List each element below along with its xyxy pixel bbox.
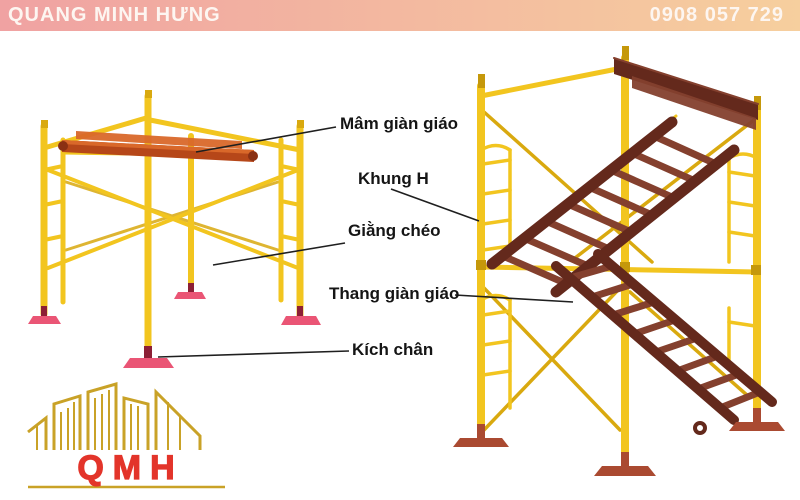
leader-lines [157, 126, 574, 358]
label-giang-cheo: Giằng chéo [348, 221, 441, 240]
leader-giang-cheo [212, 242, 346, 266]
label-thang-gian-giao: Thang giàn giáo [329, 284, 460, 303]
header-bar: QUANG MINH HƯNG 0908 057 729 [0, 0, 800, 31]
right-scaffold-lower-stair [551, 249, 777, 435]
left-scaffold-illustration [28, 90, 321, 368]
label-khung-h: Khung H [358, 169, 429, 188]
leader-kich-chan [157, 350, 350, 358]
left-scaffold-post-caps [41, 90, 304, 128]
right-scaffold-top-platform [613, 57, 759, 130]
logo-qmh-text: QMH [77, 448, 184, 487]
logo-buildings-icon [27, 382, 225, 489]
left-scaffold-cross-braces [46, 168, 300, 270]
right-scaffold-illustration [453, 46, 785, 476]
leader-khung-h [390, 188, 480, 222]
label-mam-gian-giao: Mâm giàn giáo [340, 114, 459, 133]
left-scaffold-frame-rungs [42, 164, 302, 242]
phone-number: 0908 057 729 [649, 4, 784, 26]
right-scaffold-base-jacks [453, 408, 785, 476]
leader-mam-gian-giao [195, 126, 337, 153]
label-kich-chan: Kích chân [352, 340, 434, 359]
right-scaffold-upper-stair [486, 114, 740, 298]
left-scaffold-base-jacks [28, 283, 321, 368]
leader-thang-gian-giao [454, 294, 574, 303]
company-name: QUANG MINH HƯNG [8, 4, 221, 26]
